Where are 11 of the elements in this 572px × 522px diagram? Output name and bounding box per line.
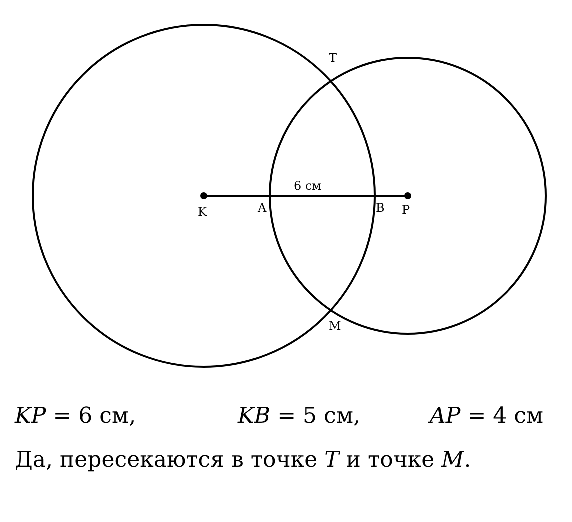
dimension-label: 6 см [294,180,322,192]
point-label: M [329,320,342,332]
point-label: B [376,202,385,214]
point-label: T [329,52,338,64]
point-label: P [402,204,410,216]
equation-text: KP = 6 см, [15,406,136,428]
answer-text: Да, пересекаются в точке T и точке M. [15,450,472,472]
equation-text: AP = 4 см [430,406,544,428]
point-label: K [198,206,207,218]
equation-text: KB = 5 см, [238,406,360,428]
point-label: A [258,202,267,214]
